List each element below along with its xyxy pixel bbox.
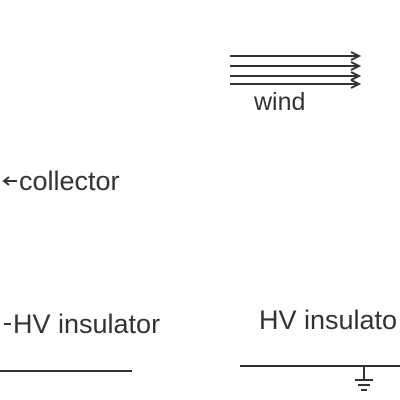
wind-arrows-icon bbox=[230, 51, 362, 89]
wind-label: wind bbox=[254, 88, 306, 116]
collector-pointer-icon bbox=[2, 176, 17, 186]
ground-icon bbox=[355, 366, 373, 391]
hv-insulator-left-label: HV insulator bbox=[13, 309, 161, 339]
hv-insulator-right-label: HV insulato bbox=[259, 305, 398, 335]
collector-label: collector bbox=[19, 166, 120, 196]
